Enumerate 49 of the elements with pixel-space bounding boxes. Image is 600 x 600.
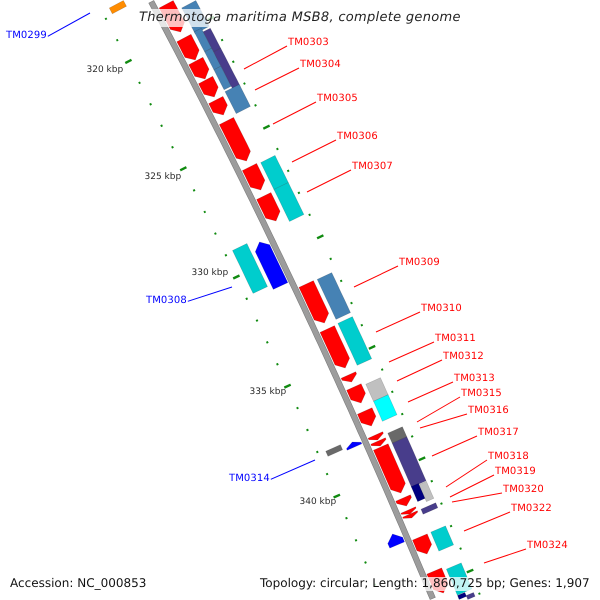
scale-label: 340 kbp: [300, 497, 336, 508]
gene-label: TM0315: [461, 388, 502, 400]
leader-line: [420, 414, 468, 428]
gene-label: TM0320: [503, 484, 544, 496]
gene-label: TM0308: [146, 295, 187, 306]
gene-label: TM0307: [352, 161, 393, 172]
leader-line: [354, 266, 398, 288]
leader-line: [416, 396, 460, 422]
gene-label: TM0305: [317, 93, 358, 104]
accession-text: Accession: NC_000853: [8, 577, 148, 591]
gene-label: TM0313: [454, 373, 495, 384]
gene-label: TM0318: [488, 451, 529, 462]
leader-line: [272, 102, 316, 124]
gene-label: TM0314: [229, 473, 270, 484]
scale-label: 325 kbp: [144, 172, 182, 182]
gene-label: TM0311: [435, 333, 476, 344]
gene-label: TM0303: [288, 37, 329, 48]
leader-line: [270, 460, 316, 480]
leader-line: [244, 46, 288, 70]
leader-line: [187, 286, 232, 302]
scale-label: 335 kbp: [250, 387, 286, 398]
leader-line: [396, 360, 442, 382]
gene-label: TM0310: [421, 303, 462, 314]
leader-line: [376, 312, 420, 332]
leader-line: [47, 12, 90, 37]
leader-line: [408, 382, 454, 402]
gene-label: TM0299: [6, 30, 47, 42]
scale-label: 320 kbp: [86, 65, 124, 76]
gene-label: TM0319: [495, 466, 536, 478]
genome-info-text: Topology: circular; Length: 1,860,725 bp; Genes: 1,907: [258, 577, 592, 591]
scale-label: 330 kbp: [192, 268, 228, 278]
leader-line: [452, 492, 502, 502]
leader-line: [306, 170, 352, 192]
leader-line: [464, 512, 510, 532]
leader-line: [484, 548, 526, 564]
gene-label: TM0324: [527, 540, 568, 552]
gene-label: TM0312: [443, 351, 484, 362]
leader-line: [450, 474, 494, 498]
leader-line: [292, 140, 336, 162]
gene-label: TM0322: [511, 503, 552, 514]
gene-label: TM0316: [468, 405, 509, 416]
leader-line: [388, 342, 434, 362]
gene-label: TM0317: [478, 427, 519, 438]
leader-line: [254, 68, 300, 90]
gene-label: TM0306: [337, 131, 378, 142]
gene-label: TM0304: [300, 59, 341, 70]
leader-line: [432, 436, 478, 456]
leader-line: [446, 460, 488, 488]
gene-label: TM0309: [399, 257, 440, 268]
